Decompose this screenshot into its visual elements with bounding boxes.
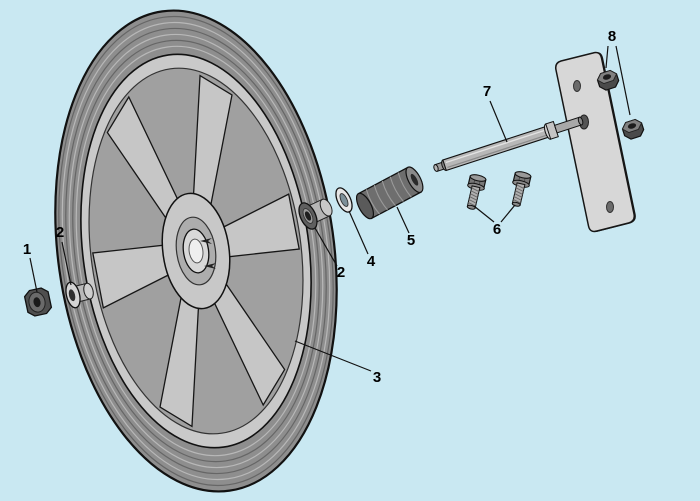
wheel-assembly — [26, 0, 367, 501]
spacer-ribs — [365, 172, 412, 215]
axle-shaft — [433, 116, 584, 172]
callout-labels: 1 2 2 3 4 5 6 7 8 — [23, 28, 616, 386]
callout-4: 4 — [367, 253, 376, 270]
hub-bore-inner — [188, 238, 205, 264]
bolt-threads — [468, 187, 480, 207]
flanged-bushing-left — [65, 281, 94, 309]
spacer-hole — [410, 173, 419, 186]
leader-line-5 — [396, 206, 410, 234]
molded-arrow-mark — [200, 238, 212, 244]
leader-line-7 — [489, 100, 508, 143]
bracket-hole-bottom — [606, 201, 614, 213]
hex-nut-left — [23, 287, 53, 317]
bushing-hole — [68, 289, 76, 302]
leader-line-3 — [294, 340, 372, 372]
callout-7: 7 — [483, 83, 491, 100]
callout-5: 5 — [407, 232, 415, 249]
spacer-tube — [355, 166, 424, 220]
hex-nut-bottom — [621, 118, 645, 140]
bolt-head — [469, 174, 487, 182]
bolt-threads — [513, 184, 525, 204]
bushing-hole — [304, 211, 312, 221]
leader-line-2-left — [61, 241, 72, 286]
leader-line-8a — [605, 45, 609, 69]
nut-pair — [596, 69, 645, 140]
nut-hole — [602, 74, 612, 80]
washer-hole — [339, 193, 349, 207]
nut-hole — [33, 297, 41, 308]
leader-line-2-mid — [314, 227, 338, 267]
hex-bolt-left — [466, 174, 487, 210]
callout-2-mid: 2 — [337, 264, 345, 281]
hex-nut-top — [596, 69, 620, 91]
nut-hole — [627, 123, 637, 129]
bolt-pair — [466, 171, 532, 210]
leader-line-6b — [500, 204, 516, 223]
bracket-plate — [555, 51, 636, 233]
callout-1: 1 — [23, 241, 31, 258]
bracket-hole-top — [573, 80, 581, 92]
bracket-plate-face — [555, 51, 635, 233]
leader-line-6a — [473, 205, 495, 223]
tire-tread-ribs — [30, 0, 362, 501]
leader-line-1 — [29, 257, 38, 293]
callout-2-left: 2 — [56, 224, 64, 241]
molded-arrow-marks — [200, 238, 216, 269]
leader-line-8b — [615, 45, 631, 116]
callout-6: 6 — [493, 221, 501, 238]
callout-3: 3 — [373, 369, 381, 386]
hex-bolt-right — [511, 171, 532, 207]
bolt-head — [514, 171, 532, 179]
spokes — [70, 65, 321, 436]
callout-8: 8 — [608, 28, 616, 45]
leader-lines — [29, 45, 631, 372]
flanged-bushing-mid — [298, 198, 333, 230]
leader-line-4 — [348, 210, 369, 255]
molded-arrow-mark — [204, 263, 216, 269]
